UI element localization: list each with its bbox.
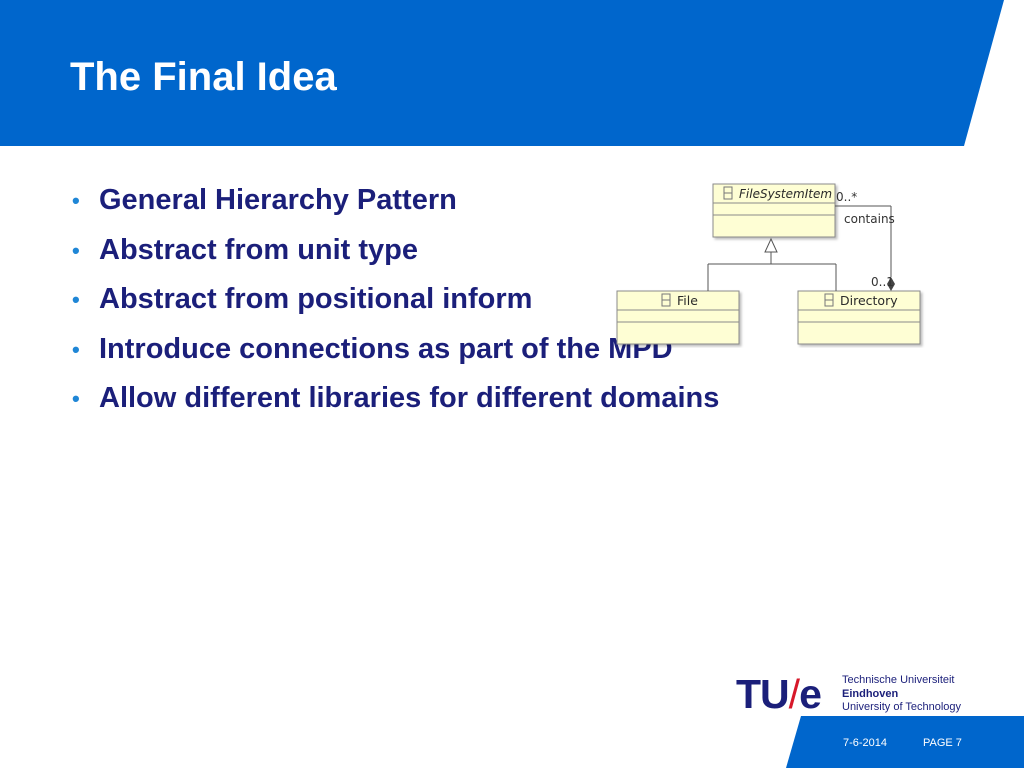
logo-mark-slash: / bbox=[788, 671, 800, 717]
bullet-icon: • bbox=[72, 237, 80, 263]
header-band-shape bbox=[0, 0, 1004, 146]
bullet-item: • Abstract from unit type bbox=[72, 226, 932, 276]
multiplicity-target: 0..* bbox=[836, 190, 857, 204]
university-logo: TU/e Technische Universiteit Eindhoven U… bbox=[736, 668, 976, 720]
uml-class-name: FileSystemItem bbox=[739, 187, 832, 201]
bullet-text: General Hierarchy Pattern bbox=[99, 184, 457, 216]
footer-page-number: PAGE 7 bbox=[923, 737, 962, 749]
bullet-icon: • bbox=[72, 287, 80, 312]
association-label: contains bbox=[844, 212, 895, 226]
generalization-arrow-icon bbox=[764, 237, 778, 253]
class-icon bbox=[723, 186, 733, 200]
footer-band-shape bbox=[786, 716, 1024, 768]
bullet-item: • Introduce connections as part of the MP… bbox=[72, 325, 932, 375]
uml-class-directory: Directory bbox=[797, 290, 921, 345]
bullet-text: Allow different libraries for different … bbox=[99, 382, 720, 414]
bullet-text: Abstract from positional inform bbox=[99, 283, 533, 315]
class-icon bbox=[824, 293, 834, 307]
bullet-text: Introduce connections as part of the MPD bbox=[99, 332, 673, 365]
logo-text: Technische Universiteit Eindhoven Univer… bbox=[842, 674, 961, 715]
uml-class-name: File bbox=[677, 293, 698, 308]
bullet-icon: • bbox=[72, 188, 80, 213]
logo-line-1: Technische Universiteit bbox=[842, 674, 955, 686]
slide-title: The Final Idea bbox=[70, 55, 337, 99]
header-band bbox=[0, 0, 1024, 146]
multiplicity-source: 0..1 bbox=[871, 275, 894, 289]
logo-line-3: University of Technology bbox=[842, 701, 962, 713]
logo-mark-right: e bbox=[799, 671, 822, 717]
class-icon bbox=[661, 293, 671, 307]
logo-mark-left: TU bbox=[736, 671, 790, 717]
footer-band bbox=[786, 716, 1024, 768]
bullet-item: • Abstract from positional inform bbox=[72, 275, 932, 325]
uml-association-contains: 0..* contains 0..1 bbox=[835, 190, 895, 291]
bullet-icon: • bbox=[72, 386, 80, 411]
uml-class-diagram: FileSystemItem File Directory 0..* con bbox=[616, 183, 921, 345]
bullet-text: Abstract from unit type bbox=[99, 233, 419, 266]
bullet-icon: • bbox=[72, 336, 80, 362]
uml-generalization bbox=[707, 237, 837, 291]
footer-date: 7-6-2014 bbox=[843, 737, 888, 749]
logo-line-2: Eindhoven bbox=[842, 687, 899, 700]
bullet-list: • General Hierarchy Pattern • Abstract fro… bbox=[72, 176, 932, 424]
uml-class-filesystemitem: FileSystemItem bbox=[712, 183, 836, 238]
bullet-item: • General Hierarchy Pattern bbox=[72, 176, 932, 226]
uml-class-name: Directory bbox=[840, 293, 898, 308]
logo-mark: TU/e bbox=[736, 668, 822, 720]
composition-diamond-icon bbox=[887, 277, 895, 291]
bullet-item: • Allow different libraries for different… bbox=[72, 374, 932, 424]
uml-class-file: File bbox=[616, 290, 740, 345]
